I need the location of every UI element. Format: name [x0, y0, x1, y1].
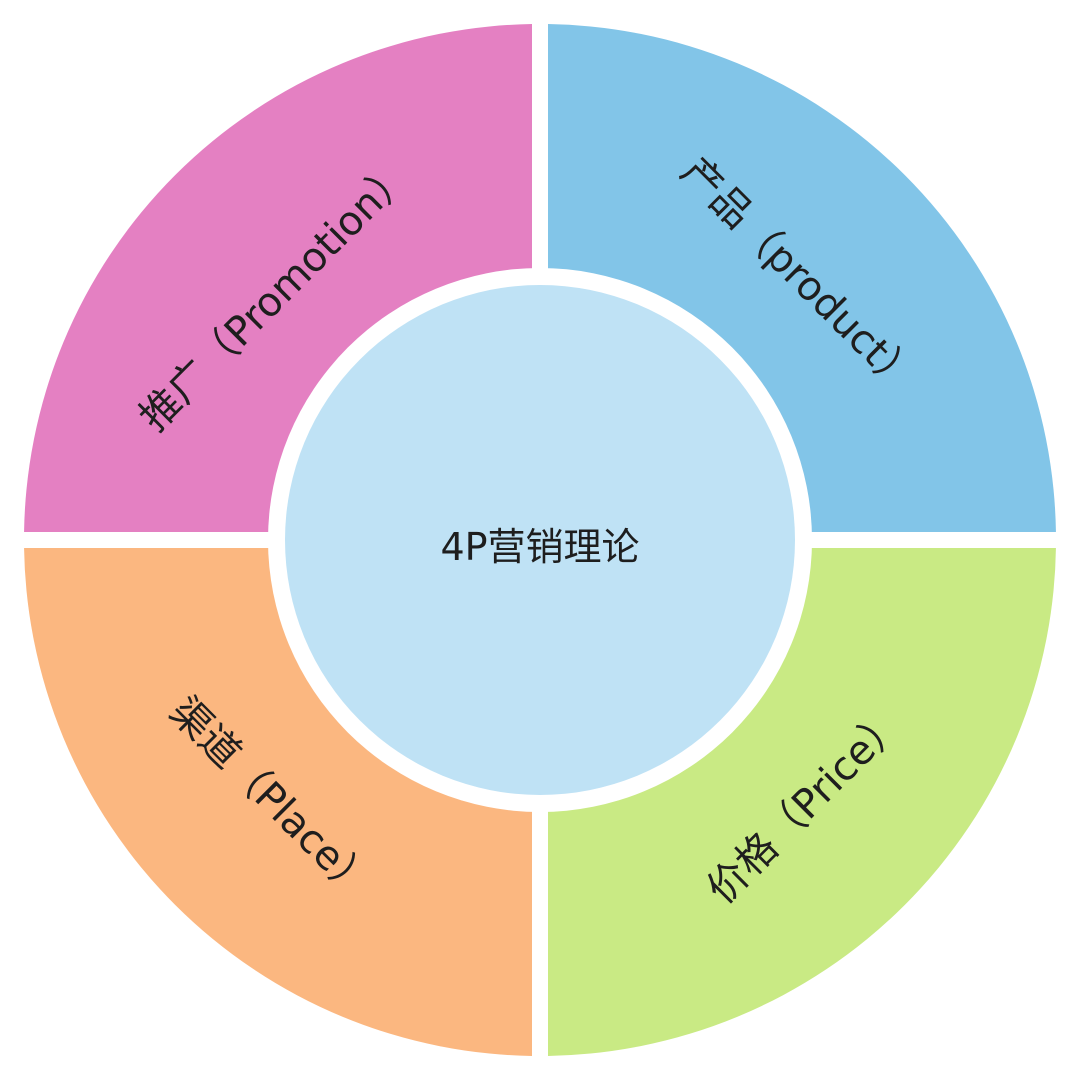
- center-label: 4P营销理论: [440, 525, 639, 569]
- quadrant-price: [548, 548, 1056, 1056]
- center-circle: [285, 285, 795, 795]
- quadrant-promotion: [24, 24, 532, 532]
- quadrant-product: [548, 24, 1056, 532]
- quadrant-place: [24, 548, 532, 1056]
